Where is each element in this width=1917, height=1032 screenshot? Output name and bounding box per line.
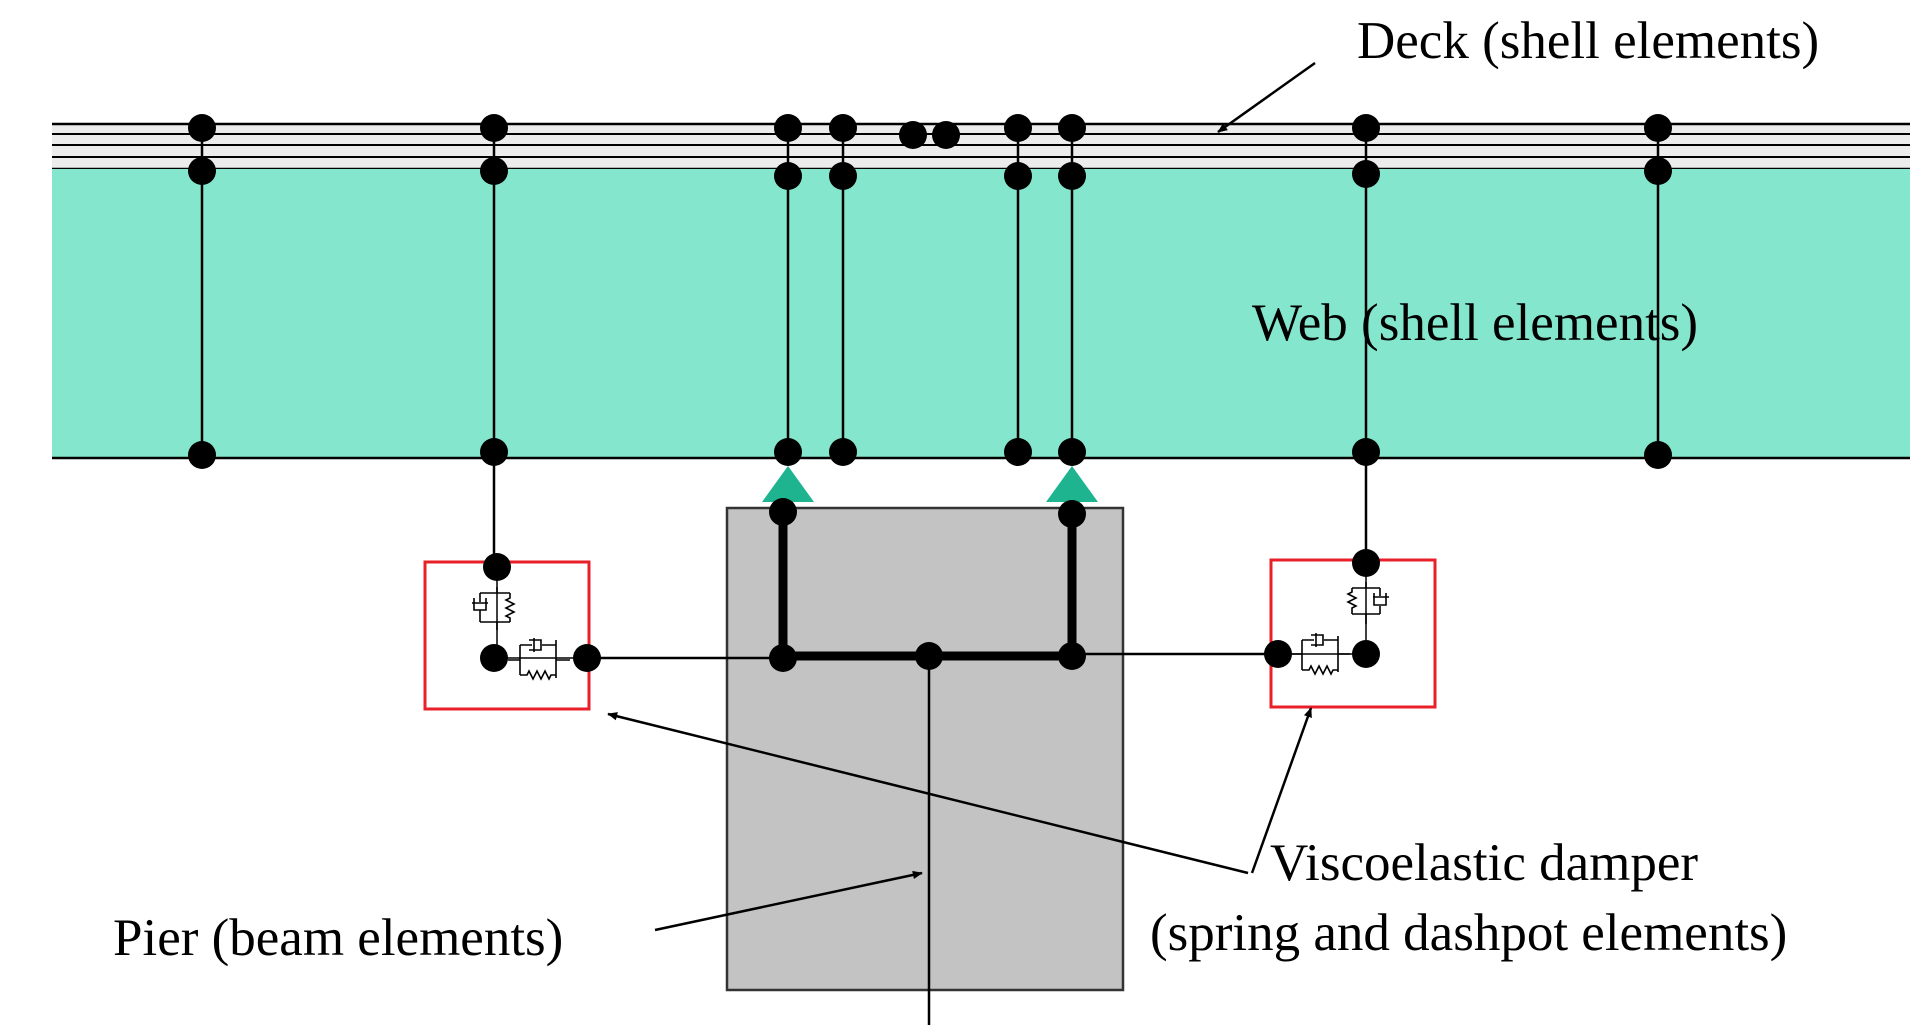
node <box>1058 438 1086 466</box>
bearing-support-left <box>762 466 814 502</box>
node <box>829 114 857 142</box>
web-label: Web (shell elements) <box>1252 294 1698 352</box>
vertical-spring-dashpot <box>472 587 516 630</box>
damper-node <box>1264 640 1292 668</box>
pier-arrow <box>654 870 923 932</box>
node <box>932 121 960 149</box>
deck <box>52 122 1910 171</box>
node <box>1352 438 1380 466</box>
node <box>1644 157 1672 185</box>
node <box>899 121 927 149</box>
deck-fill <box>52 124 1910 169</box>
leader-arrows <box>607 61 1316 932</box>
node <box>1058 114 1086 142</box>
damper-box <box>1269 558 1437 709</box>
node <box>1058 500 1086 528</box>
left-damper <box>423 553 601 711</box>
node <box>1004 438 1032 466</box>
node <box>480 157 508 185</box>
node <box>829 438 857 466</box>
pier-block <box>725 506 1125 992</box>
node <box>1004 162 1032 190</box>
horizontal-spring-dashpot <box>508 638 570 681</box>
node <box>915 642 943 670</box>
node <box>188 157 216 185</box>
node <box>769 498 797 526</box>
damper-node <box>573 644 601 672</box>
web-fill <box>52 169 1910 458</box>
right-damper <box>1264 549 1437 709</box>
nodes <box>188 114 1672 672</box>
node <box>774 438 802 466</box>
horizontal-spring-dashpot <box>1290 633 1350 676</box>
bearing-support-right <box>1046 466 1098 502</box>
node <box>1058 642 1086 670</box>
damper-arrow-left <box>607 712 1249 875</box>
damper-node <box>483 553 511 581</box>
node <box>480 114 508 142</box>
web <box>52 169 1910 460</box>
node <box>480 438 508 466</box>
damper-box <box>423 560 591 711</box>
node <box>1004 114 1032 142</box>
vertical-spring-dashpot <box>1346 582 1389 624</box>
node <box>1644 441 1672 469</box>
pier-label: Pier (beam elements) <box>113 909 563 967</box>
node <box>1352 160 1380 188</box>
node <box>769 644 797 672</box>
node <box>1644 114 1672 142</box>
node <box>774 114 802 142</box>
damper-node <box>480 644 508 672</box>
node <box>1058 162 1086 190</box>
damper-node <box>1352 549 1380 577</box>
deck-arrow <box>1217 61 1316 134</box>
damper-label-line1: Viscoelastic damper <box>1270 834 1698 892</box>
node <box>188 441 216 469</box>
node <box>774 162 802 190</box>
damper-node <box>1352 640 1380 668</box>
node <box>188 114 216 142</box>
deck-label: Deck (shell elements) <box>1357 12 1819 70</box>
damper-label-line2: (spring and dashpot elements) <box>1150 904 1787 962</box>
node <box>1352 114 1380 142</box>
node <box>829 162 857 190</box>
damper-arrow-right <box>1250 707 1313 874</box>
